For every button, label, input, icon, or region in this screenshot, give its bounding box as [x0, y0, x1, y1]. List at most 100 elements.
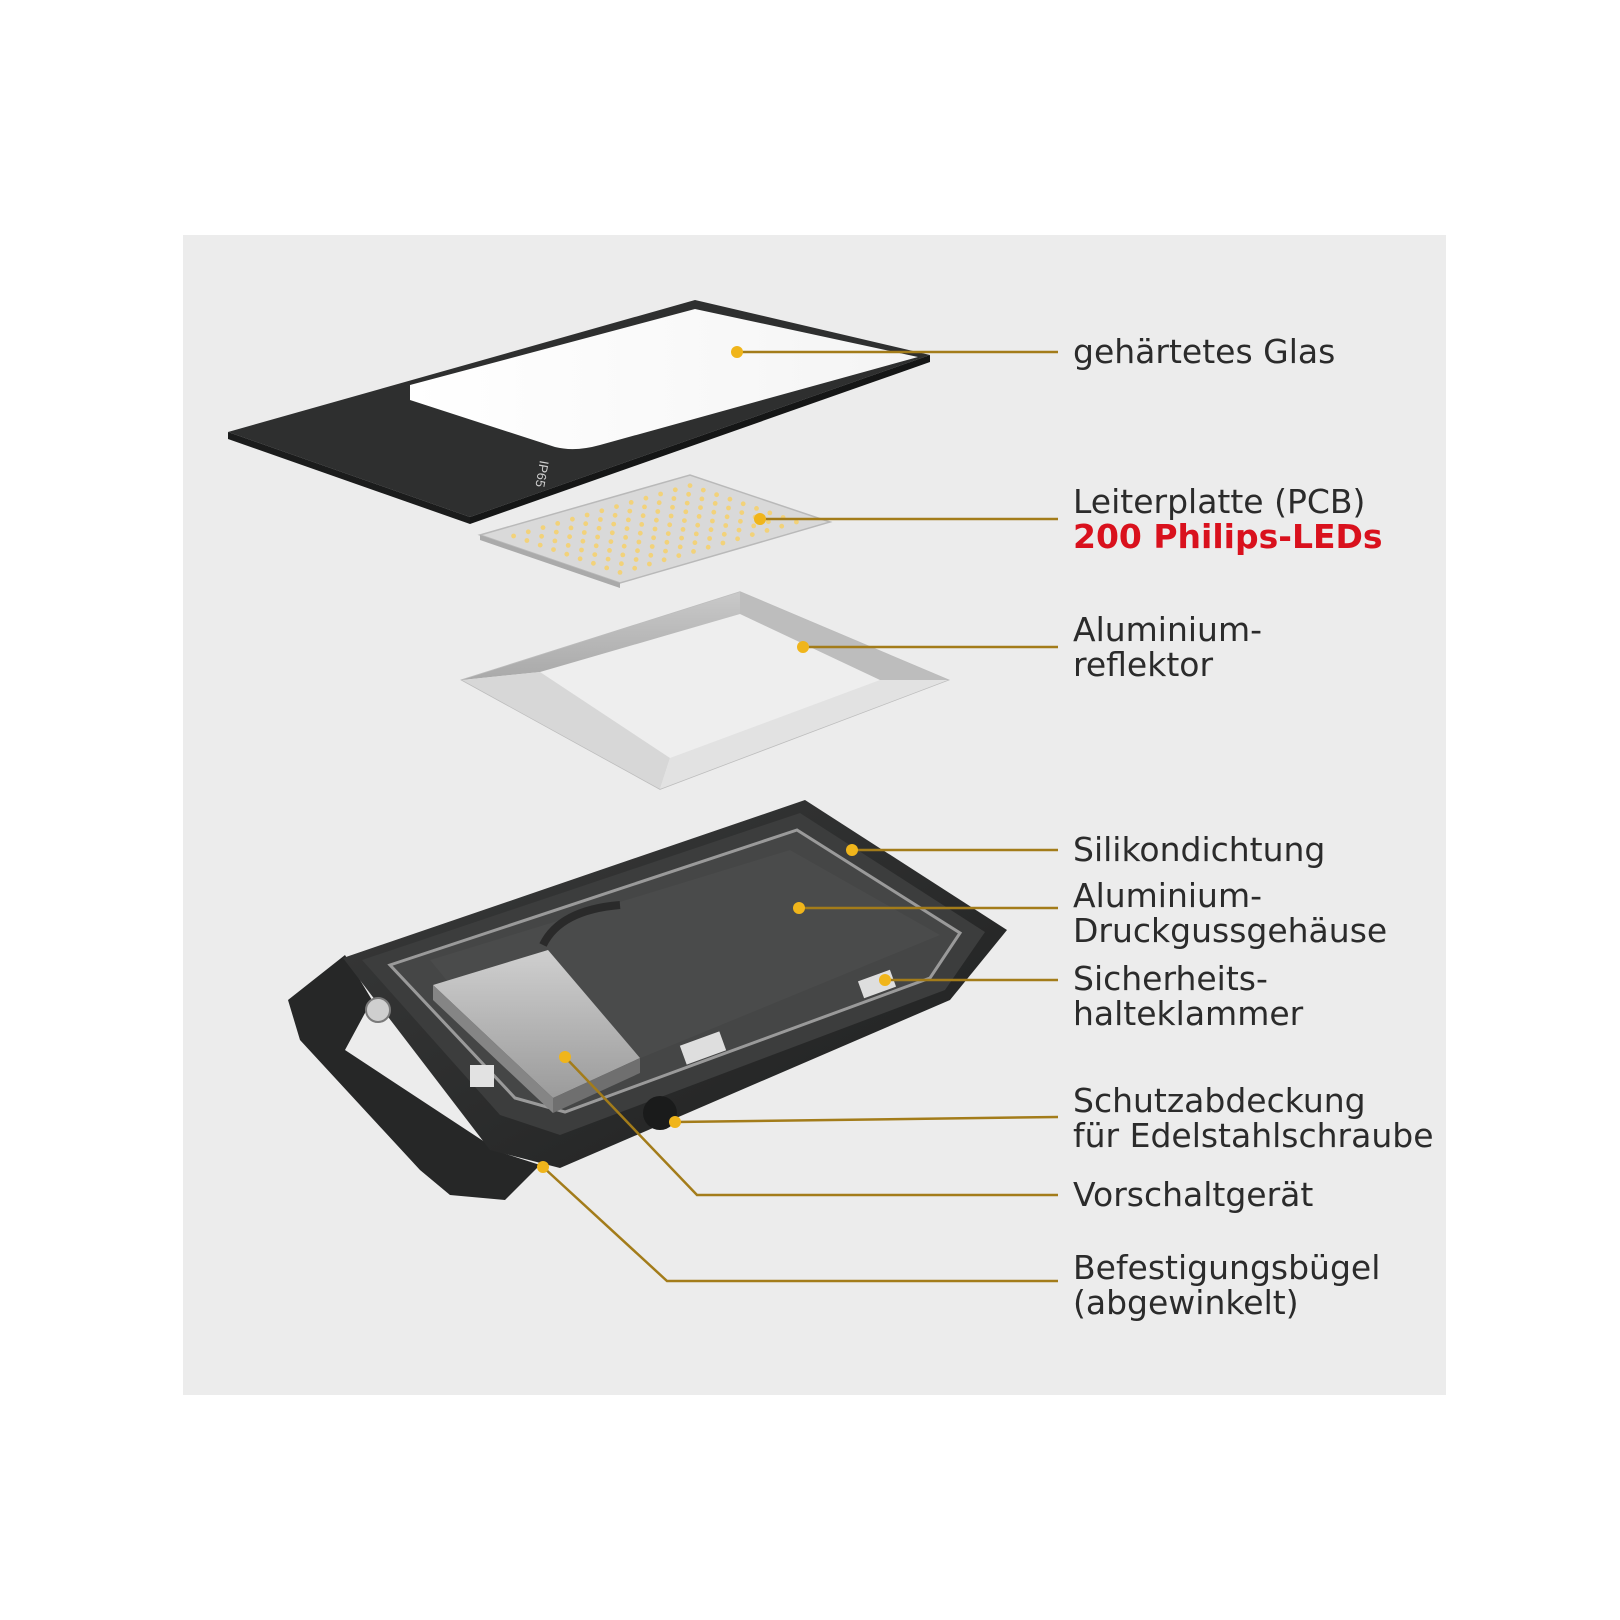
led-chip — [619, 561, 624, 567]
led-chip — [637, 530, 643, 536]
led-chip — [608, 539, 614, 544]
led-chip — [626, 517, 631, 523]
led-chip — [567, 534, 572, 540]
led-chip — [539, 533, 544, 539]
die-cast-housing-part — [288, 800, 1007, 1200]
label-housing: Aluminium- Druckgussgehäuse — [1073, 878, 1387, 948]
label-reflector-line2: reflektor — [1073, 645, 1214, 684]
led-chip — [723, 523, 729, 528]
dot-glass — [731, 346, 743, 358]
bracket-screw — [365, 997, 391, 1023]
led-chip — [640, 513, 646, 519]
label-screw-cover: Schutzabdeckung für Edelstahlschraube — [1073, 1083, 1434, 1153]
label-screw-cover-line2: für Edelstahlschraube — [1073, 1116, 1434, 1155]
led-chip — [656, 500, 662, 506]
led-chip — [540, 525, 546, 530]
tempered-glass-part: IP65 — [228, 300, 930, 524]
led-chip — [738, 518, 743, 524]
led-chip — [581, 530, 587, 535]
led-chip — [537, 542, 543, 548]
led-chip — [632, 565, 638, 571]
label-clamp-line2: halteklammer — [1073, 994, 1304, 1033]
dot-bracket — [537, 1161, 549, 1173]
led-chip — [568, 525, 574, 531]
callouts — [542, 350, 1059, 1283]
led-chip — [524, 538, 530, 543]
led-chip — [648, 552, 654, 558]
led-chip — [612, 512, 618, 518]
led-chip — [683, 509, 689, 515]
reflector-part — [460, 591, 951, 790]
label-ballast-text: Vorschaltgerät — [1073, 1175, 1314, 1214]
led-chip — [599, 508, 605, 514]
label-glass-text: gehärtetes Glas — [1073, 332, 1336, 371]
led-chip — [658, 491, 663, 497]
led-chip — [680, 527, 686, 532]
leader-screw-cover — [674, 1115, 1059, 1124]
led-chip — [714, 492, 719, 498]
led-chip — [579, 547, 584, 553]
label-seal: Silikondichtung — [1073, 832, 1325, 867]
led-chip — [671, 496, 677, 501]
led-chip — [654, 517, 659, 523]
led-chip — [710, 518, 715, 524]
led-chip — [627, 508, 633, 514]
dot-seal — [846, 844, 858, 856]
dot-screw-cover — [669, 1116, 681, 1128]
led-chip — [555, 521, 561, 526]
label-screw-cover-line1: Schutzabdeckung — [1073, 1081, 1366, 1120]
callout-dots — [537, 346, 891, 1173]
led-chip — [593, 543, 599, 549]
label-glass: gehärtetes Glas — [1073, 334, 1335, 369]
led-chip — [687, 483, 693, 488]
led-chip — [670, 504, 675, 510]
label-pcb: Leiterplatte (PCB) 200 Philips-LEDs — [1073, 484, 1383, 554]
led-chip — [724, 514, 730, 520]
label-pcb-line1: Leiterplatte (PCB) — [1073, 482, 1366, 521]
glass-window — [410, 309, 918, 450]
led-chip — [663, 548, 668, 554]
led-chip — [766, 519, 771, 525]
led-chip — [749, 532, 755, 537]
led-chip — [655, 509, 661, 514]
dot-ballast — [559, 1051, 571, 1063]
led-chip — [699, 496, 705, 502]
led-chip — [636, 539, 642, 545]
led-chip — [661, 557, 667, 563]
led-chip — [700, 487, 706, 493]
led-chip — [607, 548, 612, 553]
label-bracket-line1: Befestigungsbügel — [1073, 1248, 1381, 1287]
leader-bracket — [542, 1166, 1058, 1283]
led-chip — [682, 518, 687, 523]
label-housing-line2: Druckgussgehäuse — [1073, 911, 1388, 950]
dot-reflector — [797, 641, 809, 653]
dot-housing — [793, 902, 805, 914]
label-clamp: Sicherheits- halteklammer — [1073, 961, 1303, 1031]
led-chip — [635, 548, 640, 554]
led-chip — [623, 535, 628, 540]
led-chip — [604, 565, 610, 571]
led-chip — [794, 519, 799, 525]
ballast-box — [433, 950, 640, 1098]
led-chip — [565, 543, 571, 548]
led-chip — [708, 527, 714, 533]
led-chip — [779, 523, 785, 529]
led-chip — [665, 531, 671, 536]
led-chip — [564, 551, 570, 557]
led-chip — [511, 533, 516, 539]
led-chip — [633, 557, 639, 562]
dot-pcb — [754, 513, 766, 525]
led-chip — [551, 547, 556, 552]
led-chip — [609, 530, 615, 536]
label-clamp-line1: Sicherheits- — [1073, 959, 1268, 998]
led-chip — [621, 543, 627, 549]
led-chip — [570, 516, 575, 522]
led-chip — [672, 487, 678, 493]
led-chip — [751, 523, 757, 529]
led-chip — [553, 529, 559, 535]
led-chip — [611, 521, 617, 527]
led-chip — [677, 544, 683, 550]
leader-ballast — [564, 1056, 1058, 1197]
led-chip — [686, 491, 691, 497]
